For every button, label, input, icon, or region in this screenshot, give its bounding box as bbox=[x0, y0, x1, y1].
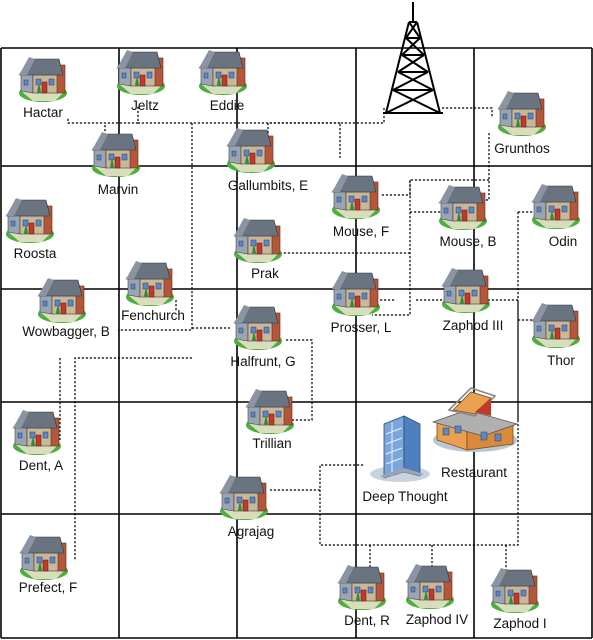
network-links bbox=[59, 105, 538, 574]
house-label: Fenchurch bbox=[121, 308, 185, 323]
house-icon bbox=[490, 567, 540, 614]
street-grid bbox=[0, 47, 593, 639]
house-label: Agrajag bbox=[228, 524, 275, 539]
house-label: Thor bbox=[547, 353, 575, 368]
house-label: Hactar bbox=[23, 105, 63, 120]
house-icon bbox=[531, 183, 581, 230]
house-label: Wowbagger, B bbox=[22, 324, 110, 339]
house-marvin: Marvin bbox=[91, 131, 141, 197]
house-icon bbox=[233, 304, 283, 351]
house-label: Dent, A bbox=[19, 458, 63, 473]
house-icon bbox=[405, 563, 455, 610]
house-icon bbox=[226, 127, 276, 174]
house-icon bbox=[19, 534, 69, 581]
house-label: Prosser, L bbox=[331, 320, 392, 335]
house-label: Jeltz bbox=[131, 98, 159, 113]
house-fenchurch: Fenchurch bbox=[121, 260, 185, 323]
house-zaphod-1: Zaphod I bbox=[490, 567, 547, 631]
house-icon bbox=[18, 56, 68, 103]
house-eddie: Eddie bbox=[198, 49, 248, 113]
house-gallumbits: Gallumbits, E bbox=[226, 127, 308, 193]
house-label: Grunthos bbox=[494, 141, 550, 156]
house-label: Eddie bbox=[210, 98, 245, 113]
house-zaphod-3: Zaphod III bbox=[441, 267, 504, 333]
house-label: Gallumbits, E bbox=[228, 178, 308, 193]
house-icon bbox=[91, 131, 141, 178]
house-icon bbox=[497, 90, 547, 137]
house-prefect: Prefect, F bbox=[19, 534, 78, 595]
house-icon bbox=[198, 49, 248, 96]
house-icon bbox=[37, 277, 87, 324]
house-icon bbox=[12, 409, 62, 456]
house-icon bbox=[116, 49, 166, 96]
house-dent-a: Dent, A bbox=[12, 409, 63, 473]
house-icon bbox=[219, 474, 269, 521]
house-label: Halfrunt, G bbox=[230, 354, 295, 369]
house-label: Prak bbox=[251, 266, 279, 281]
house-label: Prefect, F bbox=[19, 580, 78, 595]
house-mouse-b: Mouse, B bbox=[438, 184, 497, 249]
house-icon bbox=[331, 173, 381, 220]
house-zaphod-4: Zaphod IV bbox=[405, 563, 468, 627]
house-wowbagger: Wowbagger, B bbox=[22, 277, 110, 339]
house-label: Dent, R bbox=[344, 613, 390, 628]
house-label: Trillian bbox=[252, 436, 291, 451]
deep-thought-label: Deep Thought bbox=[362, 489, 448, 504]
house-agrajag: Agrajag bbox=[219, 474, 275, 539]
house-label: Zaphod I bbox=[493, 616, 546, 631]
radio-tower bbox=[383, 2, 443, 114]
restaurant-label: Restaurant bbox=[441, 465, 507, 480]
house-icon bbox=[441, 267, 491, 314]
house-icon bbox=[233, 217, 283, 264]
house-label: Zaphod IV bbox=[406, 612, 468, 627]
house-dent-r: Dent, R bbox=[337, 564, 390, 628]
house-mouse-f: Mouse, F bbox=[331, 173, 389, 239]
house-icon bbox=[337, 564, 387, 611]
house-icon bbox=[5, 197, 55, 244]
house-odin: Odin bbox=[531, 183, 581, 249]
house-icon bbox=[531, 302, 581, 349]
house-label: Odin bbox=[549, 234, 578, 249]
house-label: Zaphod III bbox=[443, 318, 504, 333]
house-icon bbox=[245, 388, 295, 435]
house-icon bbox=[331, 270, 381, 317]
house-label: Marvin bbox=[98, 182, 139, 197]
house-grunthos: Grunthos bbox=[494, 90, 550, 156]
house-label: Mouse, F bbox=[333, 224, 389, 239]
house-trillian: Trillian bbox=[245, 388, 295, 451]
house-halfrunt: Halfrunt, G bbox=[230, 304, 296, 369]
house-roosta: Roosta bbox=[5, 197, 57, 261]
house-label: Roosta bbox=[14, 246, 57, 261]
deep-thought-building bbox=[370, 415, 430, 482]
house-prosser: Prosser, L bbox=[331, 270, 392, 335]
house-icon bbox=[125, 260, 175, 307]
house-label: Mouse, B bbox=[439, 234, 496, 249]
house-icon bbox=[438, 184, 488, 231]
restaurant-building bbox=[431, 387, 519, 452]
house-jeltz: Jeltz bbox=[116, 49, 166, 113]
house-thor: Thor bbox=[531, 302, 581, 368]
house-hactar: Hactar bbox=[18, 56, 68, 120]
house-prak: Prak bbox=[233, 217, 283, 281]
